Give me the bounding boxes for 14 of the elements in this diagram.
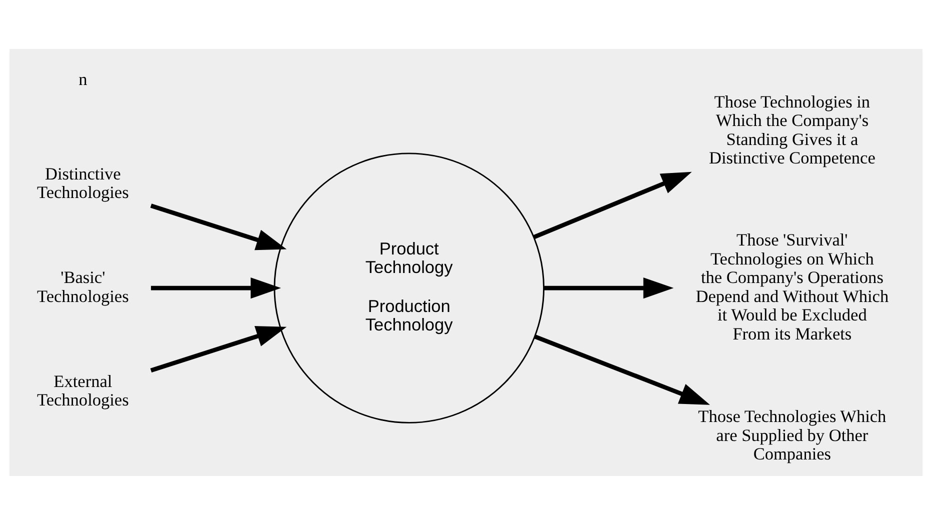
label: n [78,70,87,89]
arrow [150,326,286,372]
arrow [150,203,286,250]
node-text: Those Technologies in Which the Company's Standing Gives it a Distinctive Competence [708,92,875,168]
arrow [532,171,692,239]
node-circle: Product Technology Production Technology [273,152,544,423]
node-text: Those Technologies Which are Supplied by Other Companies [698,406,886,464]
node-text: Those 'Survival' Technologies on Which the Company's Operations Depend and Without Which it Would be Excluded From its Markets [695,230,888,343]
node-text: 'Basic' Technologies [36,268,128,306]
arrow [150,276,280,298]
node-text: External Technologies [36,371,128,410]
arrow [544,276,674,298]
node-text: Distinctive Technologies [36,164,128,202]
arrow [534,334,710,404]
